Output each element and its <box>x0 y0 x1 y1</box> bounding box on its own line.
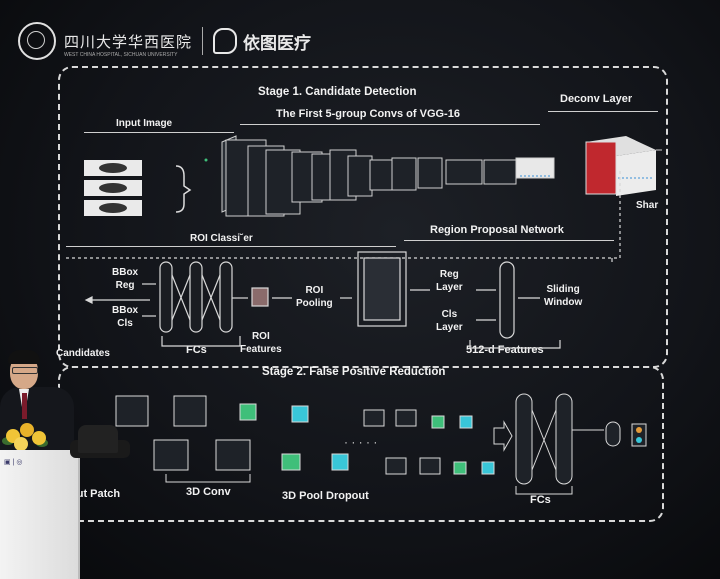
input-image-label: Input Image <box>116 118 173 129</box>
logo-separator <box>202 27 204 55</box>
vgg-label: The First 5-group Convs of VGG-16 <box>276 108 460 120</box>
input-image-stack <box>84 158 208 216</box>
roi-classifier-label: ROI Classi˘er <box>190 233 253 244</box>
deconv-rule <box>548 111 658 112</box>
input-image-rule <box>84 132 234 133</box>
speaker-tie <box>22 393 27 419</box>
fcs-nodes <box>159 261 233 333</box>
shared-label: Shar <box>636 200 659 211</box>
stage1-title: Stage 1. Candidate Detection <box>258 86 417 98</box>
speaker-person: ▣ | ◎ <box>0 345 80 579</box>
stage2-title: Stage 2. False Positive Reduction <box>262 366 446 378</box>
deconv-block <box>585 136 662 196</box>
rpn-rule <box>404 240 614 241</box>
university-name: 四川大学华西医院 <box>64 32 193 51</box>
desk-hat <box>78 425 118 453</box>
university-seal-icon <box>18 22 56 60</box>
reg-layer-label: Reg Layer <box>436 269 463 293</box>
roi-classifier-rule <box>66 246 396 247</box>
stage2-fcs-label: FCs <box>530 494 551 506</box>
deconv-label: Deconv Layer <box>560 93 633 105</box>
pool-dropout-label: 3D Pool Dropout <box>282 490 369 502</box>
roi-features-label: ROI Features <box>240 331 282 355</box>
cls-layer-label: Cls Layer <box>436 309 463 333</box>
vgg-rule <box>240 124 540 125</box>
rpn-label: Region Proposal Network <box>430 224 564 236</box>
flower-arrangement <box>0 415 60 455</box>
bbox-cls-label: BBox Cls <box>112 305 139 329</box>
stage2-flow: · · · · · <box>115 393 647 495</box>
yitu-logo-icon <box>213 28 238 54</box>
svg-text:· · · · ·: · · · · · <box>344 435 377 449</box>
candidates-label: Candidates <box>56 348 110 359</box>
logo-bar: 四川大学华西医院 WEST CHINA HOSPITAL, SICHUAN UN… <box>18 22 311 60</box>
bbox-reg-label: BBox Reg <box>112 267 139 291</box>
stage1-lower-flow <box>66 170 621 349</box>
features-512-label: 512-d Features <box>466 344 544 356</box>
vgg-conv-blocks <box>221 135 555 217</box>
roi-pooling-label: ROI Pooling <box>296 285 333 309</box>
brand-name: 依图医疗 <box>243 33 312 53</box>
podium-logo: ▣ | ◎ <box>4 459 23 466</box>
speaker-hair <box>8 350 40 364</box>
conv3d-label: 3D Conv <box>186 486 231 498</box>
podium: ▣ | ◎ <box>0 450 80 579</box>
input-patch-label: put Patch <box>70 488 121 500</box>
speaker-glasses <box>12 367 38 374</box>
university-subtitle: WEST CHINA HOSPITAL, SICHUAN UNIVERSITY <box>64 52 178 58</box>
stage1-fcs-label: FCs <box>186 344 207 356</box>
sliding-window-label: Sliding Window <box>544 284 583 308</box>
